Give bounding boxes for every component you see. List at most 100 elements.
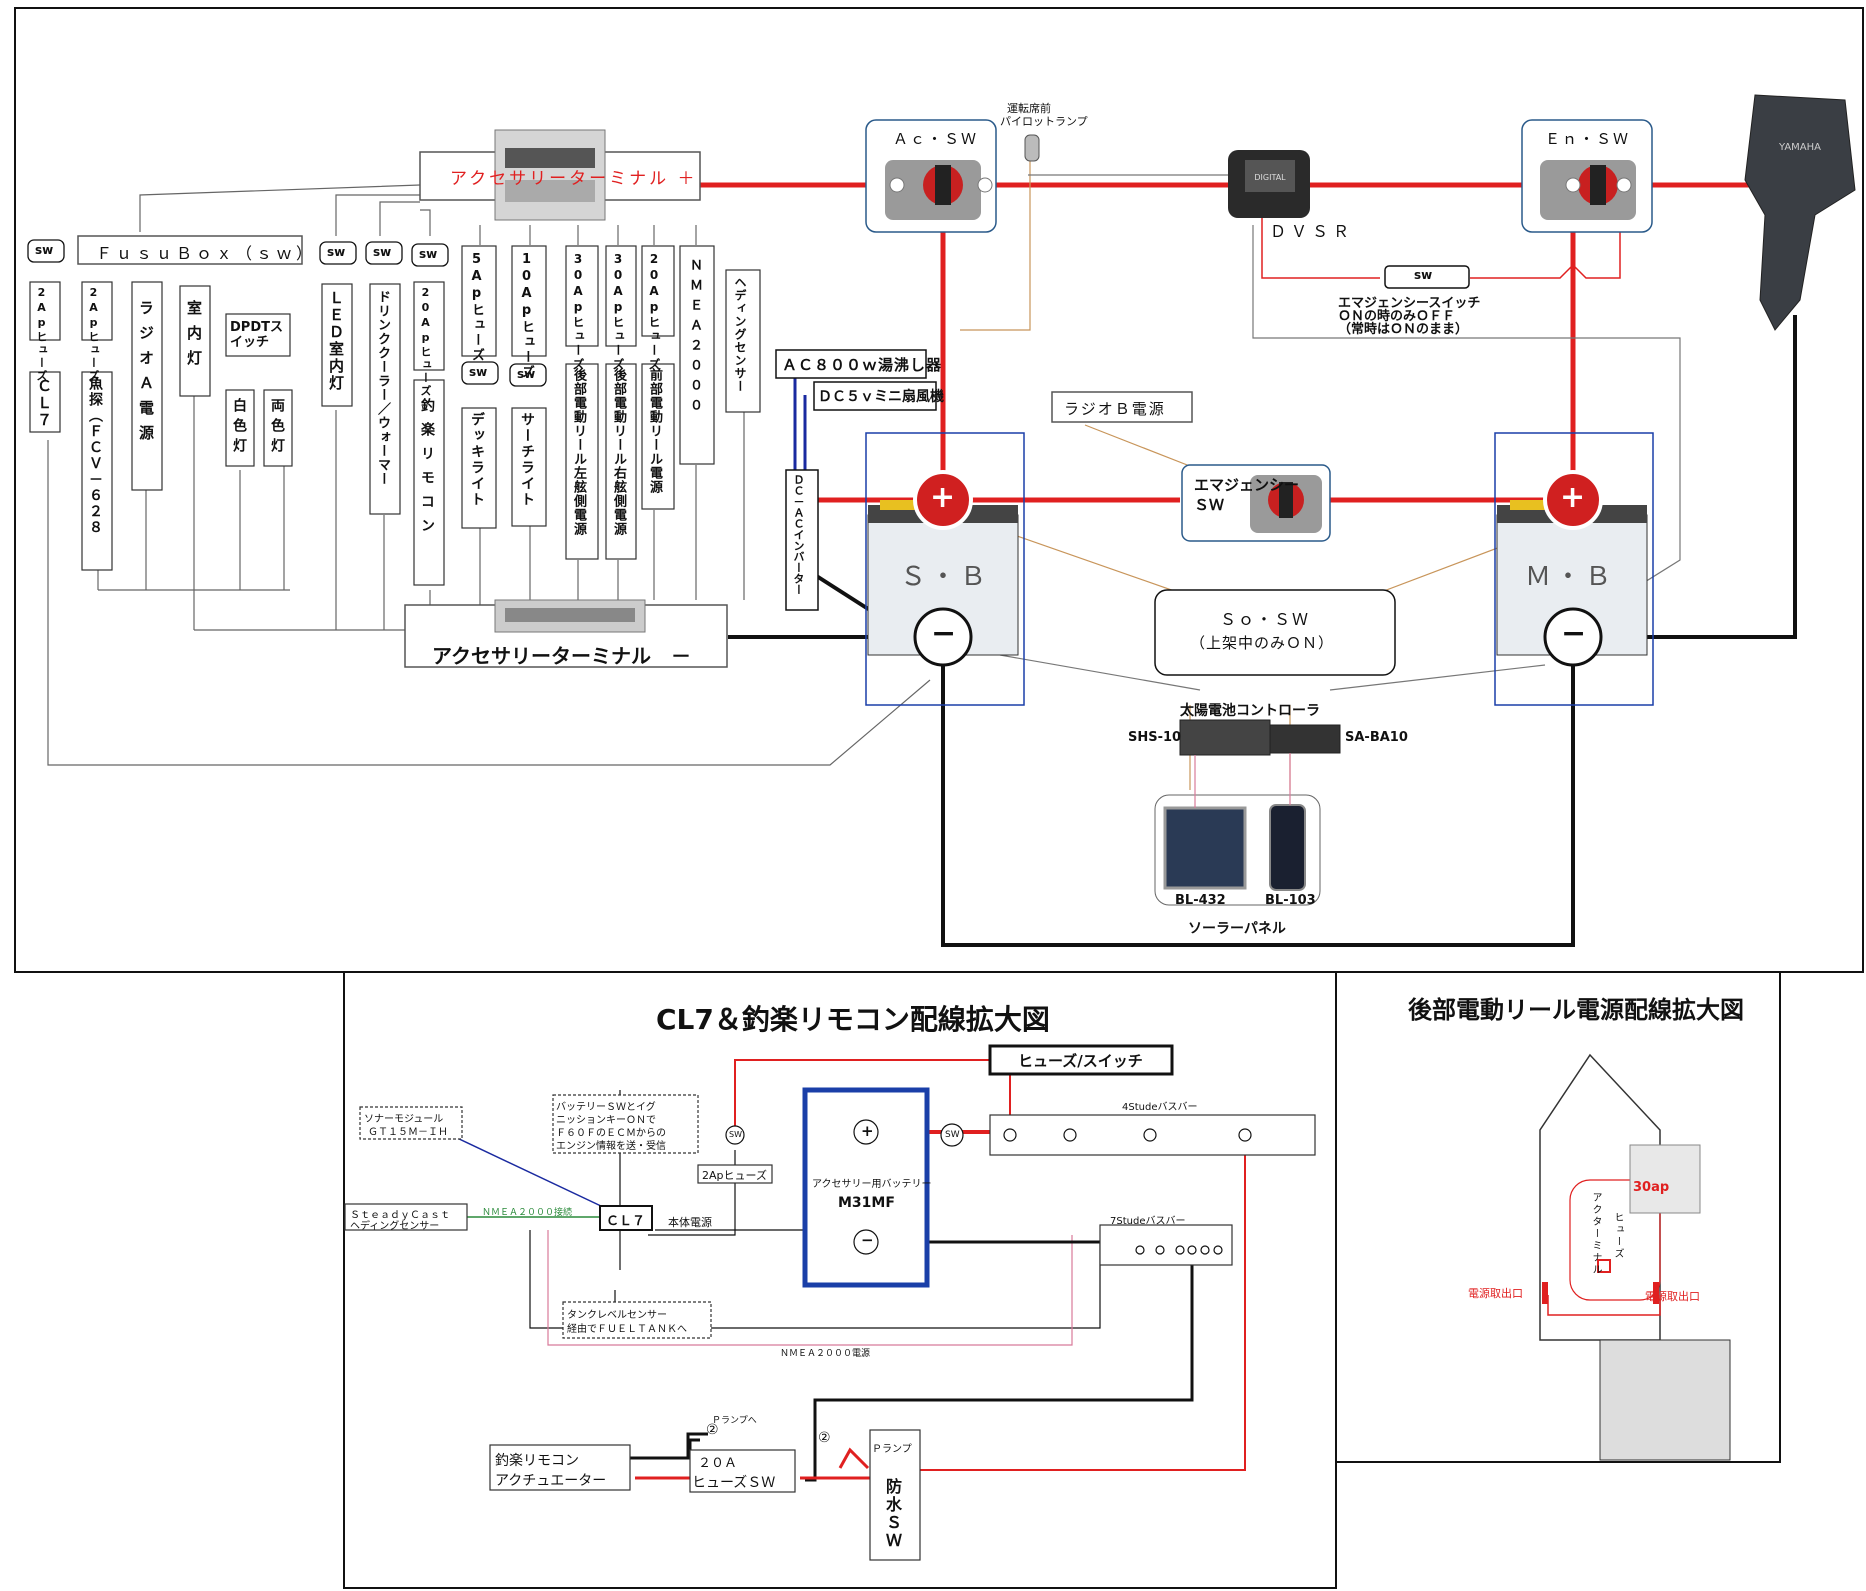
mb-label: Ｍ・Ｂ [1525, 562, 1616, 592]
branch-13-label: 前部電動リール電源 [647, 368, 662, 494]
sw-tag-5[interactable] [461, 361, 499, 385]
bl103-panel [1269, 804, 1306, 891]
branch-0-fuse: 2Apヒューズ [35, 286, 48, 383]
sb-plus-sign: + [930, 480, 956, 515]
radio-b-label: ラジオＢ電源 [1064, 400, 1166, 418]
yamaha-logo: YAMAHA [1778, 142, 1821, 153]
emergency-note-line-1: エマジェンシースイッチ [1338, 296, 1481, 311]
battery-note-1: バッテリーＳＷとイグ [556, 1102, 656, 1113]
sb-plus-terminal [913, 470, 973, 530]
sw-tag-2[interactable] [319, 241, 357, 265]
cl7-unit-label: ＣＬ７ [606, 1214, 646, 1229]
branch-1-fuse: 2Apヒューズ [87, 286, 100, 383]
emergency-switch-icon [1250, 475, 1322, 533]
branch-8-label: 釣楽リモコン [419, 398, 435, 542]
reel-outlet-right: 電源取出口 [1645, 1290, 1700, 1303]
sw-tag-4[interactable] [411, 243, 449, 267]
emergency-sw-line-2: ＳＷ [1194, 496, 1225, 514]
cl7-title: CL7＆釣楽リモコン配線拡大図 [656, 1003, 1050, 1036]
cl7-power-wires [734, 1059, 1246, 1471]
bl432-label: BL-432 [1175, 893, 1226, 908]
pilot-lamp-line-1: 運転席前 [1007, 102, 1051, 115]
steady-box [344, 1203, 468, 1231]
sw-circle-1-label[interactable]: SW [729, 1130, 742, 1139]
radio-b-box [1051, 391, 1193, 423]
reel-acc-terminal-label: アクターミナル [1590, 1192, 1601, 1276]
sw-tag-5-label[interactable]: sw [469, 365, 488, 379]
fuse-switch-box [988, 1044, 1174, 1076]
sw-circle-1[interactable] [725, 1125, 745, 1145]
p-lamp-to-label: Ｐランプへ [712, 1416, 757, 1426]
acc-terminal-minus-label: アクセサリーターミナル － [432, 644, 691, 668]
sonar-line-1: ソナーモジュール [364, 1114, 444, 1125]
sw-tag-3[interactable] [365, 241, 403, 265]
emergency-note-sw-box [1384, 265, 1470, 289]
bl103-label: BL-103 [1265, 893, 1316, 908]
ac-sw-label: Ａｃ・ＳＷ [893, 130, 979, 148]
dc5v-label: ＤＣ５ｖミニ扇風機 [818, 389, 944, 405]
acc-terminal-minus-icon [494, 599, 646, 633]
fuse20a-box [689, 1449, 796, 1493]
m31mf-minus: − [861, 1231, 874, 1249]
so-sw-box [1154, 589, 1396, 676]
boat-outline [1539, 1053, 1731, 1461]
fuse20a-line-2: ヒューズＳＷ [692, 1475, 776, 1491]
tank-line-2: 経由でＦＵＥＬＴＡＮＫへ [567, 1324, 687, 1335]
branch-6-label: ＬＥＤ室内灯 [327, 290, 345, 392]
reel-diagram-frame [1335, 971, 1781, 1463]
fusebox-box [77, 235, 303, 265]
sw-tag-2-label[interactable]: sw [327, 245, 346, 259]
branch-3-label: 室内灯 [185, 300, 203, 375]
outboard-engine-icon: YAMAHA [1744, 94, 1856, 331]
branch-1-label: 魚探（ＦＣＶ－６２８ [87, 376, 103, 536]
bus4-label: 4Studeバスバー [1122, 1102, 1198, 1113]
circle2-top: ② [706, 1422, 719, 1438]
sb-minus-terminal [913, 607, 973, 667]
steady-line-1: ＳｔｅａｄｙＣａｓｔ [350, 1210, 450, 1221]
sw-tag-4-label[interactable]: sw [419, 247, 438, 261]
p-lamp-label: Ｐランプ [872, 1444, 912, 1455]
sw-tag-3-label[interactable]: sw [373, 245, 392, 259]
sw-tag-6[interactable] [509, 363, 547, 387]
branch-14-label: ＮＭＥＡ２０００ [687, 258, 702, 418]
sw-circle-2[interactable] [940, 1123, 964, 1147]
waterproof-box [869, 1429, 921, 1561]
fuse20a-line-1: ２０Ａ [698, 1456, 738, 1471]
m31mf-label: M31MF [838, 1195, 895, 1211]
bus7-label: 7Studeバスバー [1110, 1216, 1186, 1227]
branch-11-label: 後部電動リール左舷側電源 [571, 368, 586, 536]
nmea-power-label: ＮＭＥＡ２０００電源 [780, 1349, 871, 1359]
ac800-box [775, 349, 927, 379]
fuse-switch-label: ヒューズ/スイッチ [1018, 1052, 1143, 1070]
inverter-box [785, 469, 819, 611]
sw-tag-1-label[interactable]: sw [35, 243, 54, 257]
mb-minus-terminal [1543, 607, 1603, 667]
shs10-controller [1179, 719, 1271, 756]
so-sw-line-1: Ｓｏ・ＳＷ [1220, 610, 1311, 629]
branch-15-label: ヘディングセンサー [733, 276, 747, 393]
reel-outlet-left: 電源取出口 [1468, 1287, 1523, 1300]
battery-note-2: ニッションキーＯＮで [556, 1115, 656, 1126]
emergency-note-sw[interactable]: sw [1414, 268, 1433, 282]
sw-tag-1[interactable] [27, 239, 65, 263]
branch-0-label: ＣＬ７ [35, 378, 53, 429]
mb-plus-sign: + [1560, 480, 1586, 515]
sw-circle-2-label[interactable]: SW [945, 1130, 960, 1140]
chouraku-box [489, 1444, 631, 1491]
branch-12-label: 後部電動リール右舷側電源 [611, 368, 626, 536]
m31mf-plus: + [861, 1122, 874, 1140]
branch-10-fuse: 10Apヒューズ [519, 252, 534, 380]
circle2-bottom: ② [818, 1430, 831, 1446]
ac-switch-icon [885, 160, 993, 220]
dvsr-face-label: DIGITAL [1254, 173, 1286, 182]
dvsr-icon: DIGITAL [1228, 150, 1310, 218]
acc-terminal-plus-label: アクセサリーターミナル ＋ [450, 169, 698, 189]
mb-plus-terminal [1543, 470, 1603, 530]
saba10-label: SA-BA10 [1345, 730, 1408, 745]
emergency-note-line-2: ＯＮの時のみＯＦＦ [1338, 309, 1456, 324]
branch-4-label: 白色灯 [231, 398, 247, 458]
battery-note-4: エンジン情報を送・受信 [556, 1141, 666, 1152]
emergency-loop-wire [1261, 190, 1621, 279]
sw-tag-6-label[interactable]: sw [517, 367, 536, 381]
